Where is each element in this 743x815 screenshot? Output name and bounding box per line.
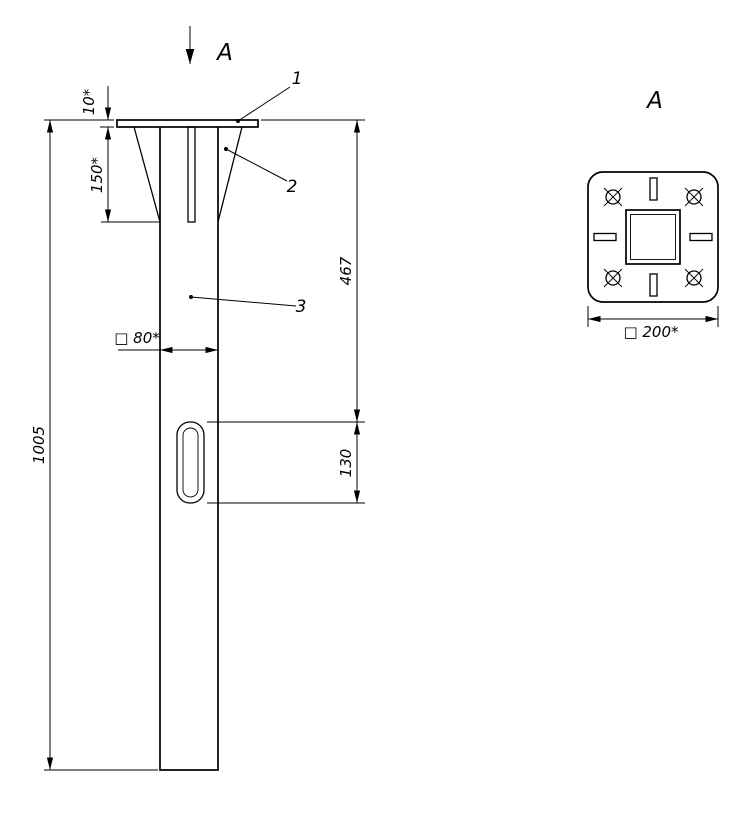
gusset-slot-top xyxy=(649,177,658,201)
hole-mark xyxy=(603,268,623,288)
dimension-gusset-height: 150* xyxy=(88,127,160,223)
leader-dot-2 xyxy=(224,147,228,151)
bolt-hole-circle xyxy=(605,189,621,205)
leader-dot-3 xyxy=(189,295,193,299)
pole-geometry xyxy=(116,119,259,771)
gusset-slot-bottom xyxy=(649,273,658,297)
bolt-hole-circle xyxy=(605,270,621,286)
gusset-right xyxy=(217,126,243,223)
tube-body-outline xyxy=(159,127,219,771)
leader-line-2 xyxy=(225,148,288,182)
gusset-left xyxy=(133,126,161,223)
section-cut-indicator: A xyxy=(185,26,233,66)
callout-flange-plate: 1 xyxy=(236,69,302,123)
gusset-center-edge xyxy=(187,126,196,223)
dimension-tube-size: □ 80* xyxy=(114,329,218,354)
part-label-tube-body: 3 xyxy=(296,297,307,317)
part-label-flange-plate: 1 xyxy=(292,69,303,89)
hole-mark xyxy=(603,187,623,207)
hole-mark xyxy=(684,187,704,207)
bolt-hole-bottom-right xyxy=(684,268,704,288)
dimension-slot-length: 130 xyxy=(207,422,365,504)
dimension-plate-size: □ 200* xyxy=(587,306,719,341)
dimension-plate-thickness: 10* xyxy=(80,86,114,128)
dim-text-slot-length: 130 xyxy=(337,449,355,478)
dim-text-plate-size: □ 200* xyxy=(623,323,679,341)
leader-dot-1 xyxy=(236,119,240,123)
tube-cross-section xyxy=(625,209,681,265)
leader-line-3 xyxy=(190,296,297,307)
bolt-hole-top-right xyxy=(684,187,704,207)
hole-mark xyxy=(684,268,704,288)
view-a-label: A xyxy=(645,88,663,114)
part-label-gusset: 2 xyxy=(287,177,298,197)
dim-text-gusset-height: 150* xyxy=(88,156,106,193)
dim-text-plate-thickness: 10* xyxy=(80,88,98,115)
bolt-hole-bottom-left xyxy=(603,268,623,288)
part-callouts: 1 2 3 xyxy=(189,69,306,317)
gusset-slot-left xyxy=(593,232,617,242)
gusset-slots xyxy=(593,177,713,297)
dim-text-flange-to-slot: 467 xyxy=(337,256,355,285)
callout-tube-body: 3 xyxy=(189,295,306,317)
bolt-hole-circle xyxy=(686,189,702,205)
front-view-dimensions: 10* 150* 467 130 xyxy=(30,86,365,771)
dimension-flange-to-slot: 467 xyxy=(207,119,365,423)
view-a: A xyxy=(587,88,719,341)
section-arrow-label: A xyxy=(215,40,233,66)
bolt-holes xyxy=(603,187,704,288)
dimension-total-length: 1005 xyxy=(30,119,158,771)
front-view: A 1 2 xyxy=(30,26,365,771)
view-a-flange-plate xyxy=(587,171,719,303)
gusset-slot-right xyxy=(689,232,713,242)
leader-line-1 xyxy=(237,86,291,122)
slot-hole-outer xyxy=(176,421,205,504)
tube-section-inner xyxy=(630,214,676,260)
dim-text-tube-size: □ 80* xyxy=(114,329,160,347)
dim-text-total-length: 1005 xyxy=(30,426,48,464)
slot-hole-inner xyxy=(182,427,199,498)
bolt-hole-top-left xyxy=(603,187,623,207)
tube-section-outer xyxy=(625,209,681,265)
bolt-hole-circle xyxy=(686,270,702,286)
callout-gusset: 2 xyxy=(224,147,297,197)
